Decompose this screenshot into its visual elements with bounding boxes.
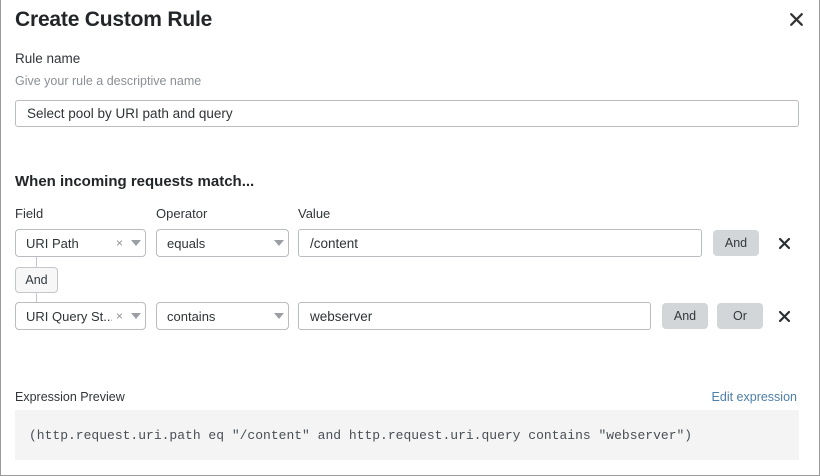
connector-line-bottom: [36, 293, 37, 303]
value-input-2[interactable]: [298, 302, 651, 330]
condition-row: URI Path × equals And: [1, 229, 819, 259]
field-select-2-value: URI Query St...: [26, 308, 112, 324]
connector-badge[interactable]: And: [15, 267, 58, 293]
row-1-remove-button[interactable]: [771, 230, 797, 256]
clear-icon[interactable]: ×: [115, 236, 123, 250]
row-2-or-button[interactable]: Or: [717, 303, 763, 329]
connector-line-top: [36, 257, 37, 267]
condition-connector: And: [15, 257, 59, 303]
close-icon[interactable]: [783, 6, 809, 32]
condition-row: URI Query St... × contains And Or: [1, 302, 819, 332]
operator-select-1[interactable]: equals: [156, 229, 289, 257]
match-section-heading: When incoming requests match...: [15, 173, 255, 190]
operator-select-1-value: equals: [167, 235, 206, 251]
rule-name-label: Rule name: [15, 51, 81, 66]
value-input-1[interactable]: [298, 229, 702, 257]
column-header-field: Field: [15, 206, 44, 221]
clear-icon[interactable]: ×: [115, 309, 123, 323]
rule-name-input[interactable]: [15, 100, 799, 127]
column-header-value: Value: [298, 206, 331, 221]
row-2-and-button[interactable]: And: [662, 303, 708, 329]
chevron-down-icon[interactable]: [127, 240, 145, 246]
expression-preview-text: (http.request.uri.path eq "/content" and…: [29, 427, 693, 443]
edit-expression-link[interactable]: Edit expression: [711, 390, 797, 404]
chevron-down-icon[interactable]: [270, 313, 288, 319]
row-1-and-button[interactable]: And: [713, 230, 759, 256]
field-select-2[interactable]: URI Query St... ×: [15, 302, 146, 330]
expression-preview-label: Expression Preview: [15, 390, 125, 404]
column-header-operator: Operator: [156, 206, 208, 221]
field-select-1[interactable]: URI Path ×: [15, 229, 146, 257]
operator-select-2[interactable]: contains: [156, 302, 289, 330]
operator-select-2-value: contains: [167, 308, 216, 324]
expression-preview-box: (http.request.uri.path eq "/content" and…: [15, 410, 799, 460]
chevron-down-icon[interactable]: [127, 313, 145, 319]
rule-name-hint: Give your rule a descriptive name: [15, 74, 202, 88]
dialog-title: Create Custom Rule: [15, 8, 213, 31]
chevron-down-icon[interactable]: [270, 240, 288, 246]
field-select-1-value: URI Path: [26, 235, 79, 251]
row-2-remove-button[interactable]: [771, 303, 797, 329]
